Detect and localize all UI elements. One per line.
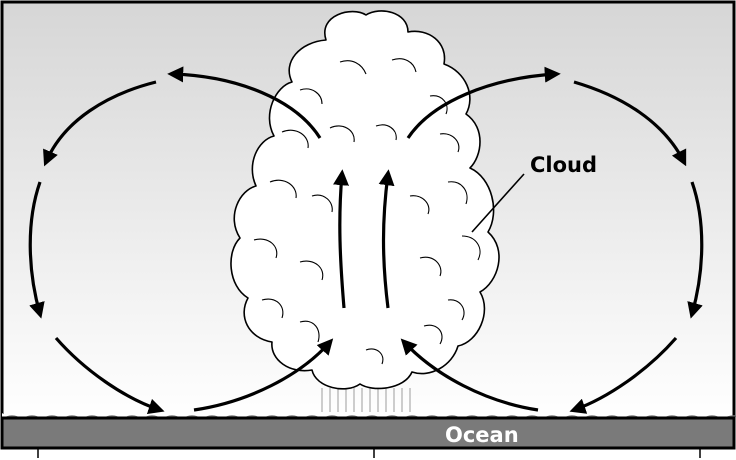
arrow-center-updraft-right (378, 169, 395, 309)
arrow-left-surface-return (54, 336, 165, 415)
arrow-right-updraft-top (406, 66, 561, 139)
arrow-right-inflow (400, 338, 539, 412)
arrow-left-inflow (193, 338, 334, 412)
cloud-pointer-line (471, 173, 525, 233)
ocean-label: Ocean (445, 423, 519, 447)
arrow-left-top-outflow (43, 80, 157, 167)
ocean (0, 413, 736, 450)
arrow-right-top-outflow (573, 80, 687, 167)
ocean-surface (2, 418, 734, 448)
arrow-right-surface-return (569, 336, 678, 414)
arrow-left-updraft-top (167, 66, 322, 139)
circulation-arrows (28, 66, 704, 415)
cloud-label: Cloud (530, 153, 597, 177)
arrow-right-downdraft (687, 181, 704, 319)
cloud-shape (230, 10, 500, 390)
tick-marks (2, 447, 734, 458)
arrow-center-updraft-left (333, 169, 350, 309)
arrow-left-downdraft (28, 181, 45, 319)
rain-streaks (321, 388, 411, 412)
